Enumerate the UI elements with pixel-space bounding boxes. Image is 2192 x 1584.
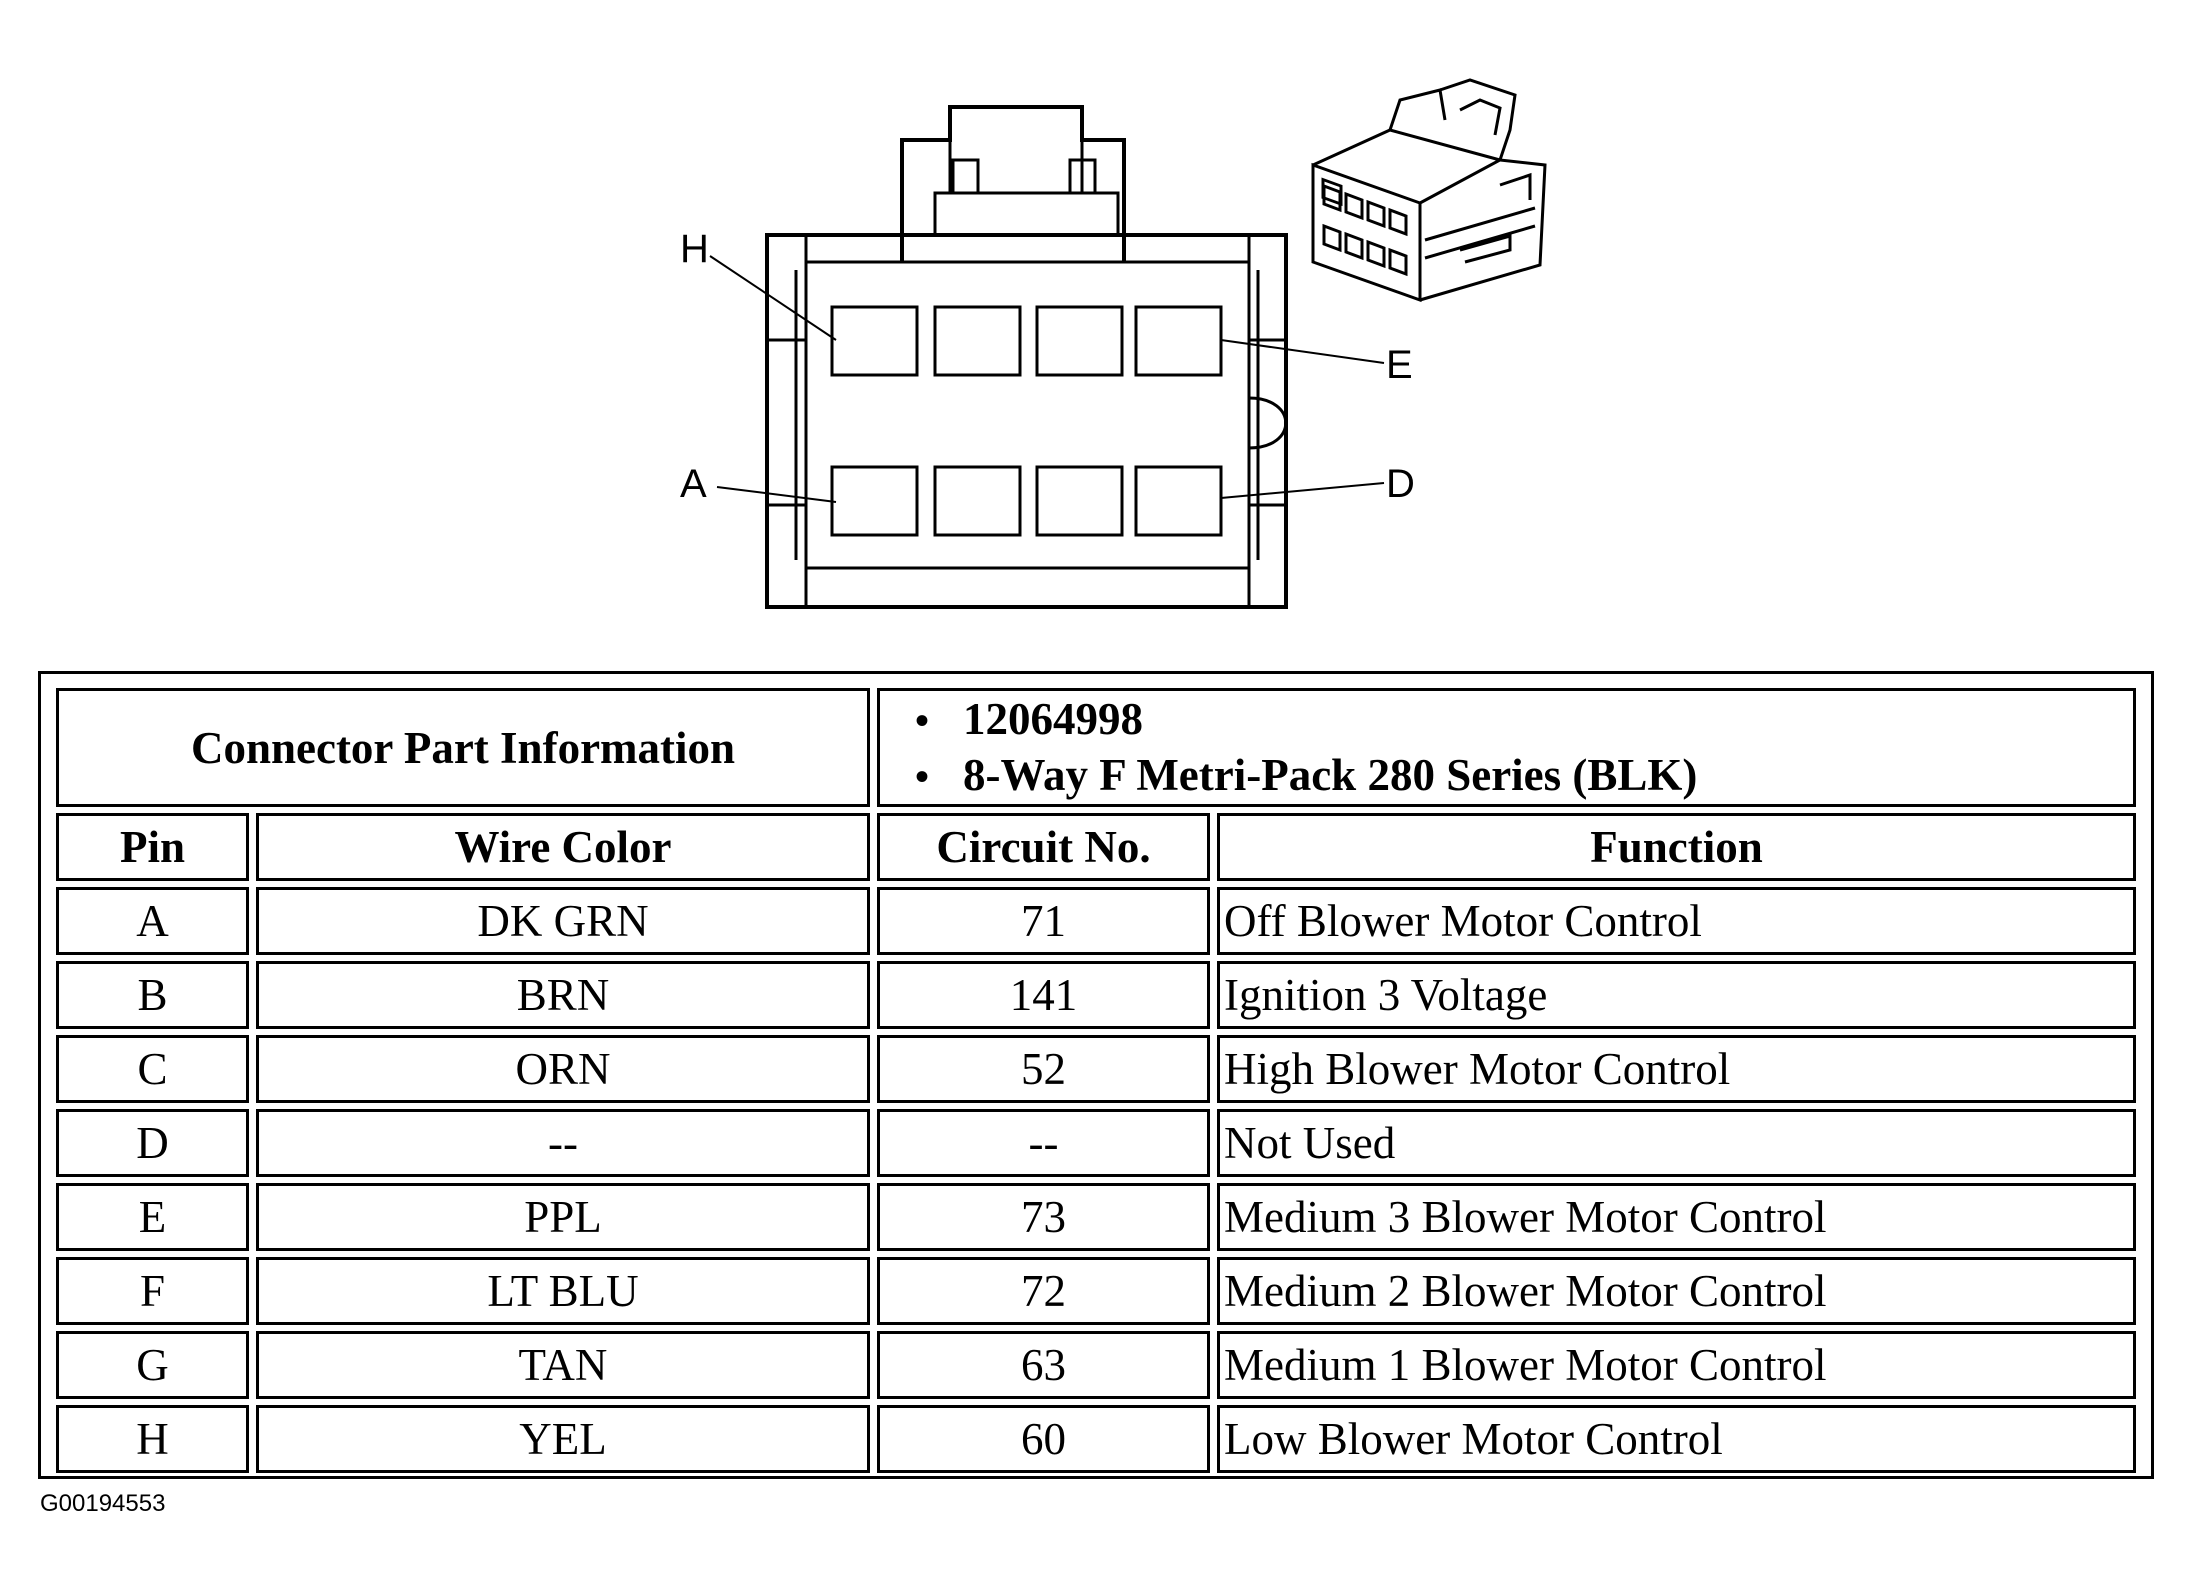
- cell-pin: A: [56, 887, 249, 955]
- cell-wire-color: PPL: [256, 1183, 870, 1251]
- cell-circuit-no: 71: [877, 887, 1210, 955]
- figure-id: G00194553: [40, 1490, 166, 1517]
- table-row: C ORN 52 High Blower Motor Control: [56, 1035, 2136, 1103]
- connector-part-numbers: 12064998 8-Way F Metri-Pack 280 Series (…: [877, 688, 2136, 807]
- cell-pin: F: [56, 1257, 249, 1325]
- pin-label-d: D: [1386, 462, 1415, 506]
- connector-diagram: H E A D: [680, 78, 1547, 609]
- cell-function: Medium 1 Blower Motor Control: [1217, 1331, 2136, 1399]
- cell-function: Medium 2 Blower Motor Control: [1217, 1257, 2136, 1325]
- cell-function: Medium 3 Blower Motor Control: [1217, 1183, 2136, 1251]
- cell-pin: G: [56, 1331, 249, 1399]
- table-row: E PPL 73 Medium 3 Blower Motor Control: [56, 1183, 2136, 1251]
- pin-label-e: E: [1386, 343, 1413, 387]
- header-circuit-no: Circuit No.: [877, 813, 1210, 881]
- cell-pin: E: [56, 1183, 249, 1251]
- connector-info-label: Connector Part Information: [56, 688, 870, 807]
- cell-function: Off Blower Motor Control: [1217, 887, 2136, 955]
- header-wire-color: Wire Color: [256, 813, 870, 881]
- connector-info-row: Connector Part Information 12064998 8-Wa…: [56, 688, 2136, 807]
- connector-pin-labels: H E A D: [680, 227, 1415, 506]
- table-row: B BRN 141 Ignition 3 Voltage: [56, 961, 2136, 1029]
- table-row: F LT BLU 72 Medium 2 Blower Motor Contro…: [56, 1257, 2136, 1325]
- table-row: A DK GRN 71 Off Blower Motor Control: [56, 887, 2136, 955]
- cell-function: High Blower Motor Control: [1217, 1035, 2136, 1103]
- cell-function: Ignition 3 Voltage: [1217, 961, 2136, 1029]
- cell-circuit-no: 73: [877, 1183, 1210, 1251]
- cell-function: Not Used: [1217, 1109, 2136, 1177]
- cell-circuit-no: --: [877, 1109, 1210, 1177]
- cell-pin: C: [56, 1035, 249, 1103]
- cell-wire-color: TAN: [256, 1331, 870, 1399]
- connector-isometric-view: [1311, 78, 1547, 303]
- cell-circuit-no: 141: [877, 961, 1210, 1029]
- cell-wire-color: LT BLU: [256, 1257, 870, 1325]
- cell-pin: B: [56, 961, 249, 1029]
- cell-pin: D: [56, 1109, 249, 1177]
- cell-wire-color: BRN: [256, 961, 870, 1029]
- cell-wire-color: --: [256, 1109, 870, 1177]
- table-row: H YEL 60 Low Blower Motor Control: [56, 1405, 2136, 1473]
- cell-wire-color: ORN: [256, 1035, 870, 1103]
- connector-face: [709, 105, 1385, 609]
- cell-circuit-no: 63: [877, 1331, 1210, 1399]
- header-pin: Pin: [56, 813, 249, 881]
- cell-circuit-no: 72: [877, 1257, 1210, 1325]
- table-row: D -- -- Not Used: [56, 1109, 2136, 1177]
- cell-wire-color: YEL: [256, 1405, 870, 1473]
- part-series-item: 8-Way F Metri-Pack 280 Series (BLK): [963, 748, 2133, 804]
- cell-function: Low Blower Motor Control: [1217, 1405, 2136, 1473]
- table-row: G TAN 63 Medium 1 Blower Motor Control: [56, 1331, 2136, 1399]
- pin-label-a: A: [680, 462, 707, 506]
- part-number-item: 12064998: [963, 692, 2133, 748]
- cell-circuit-no: 60: [877, 1405, 1210, 1473]
- pinout-table-frame: Connector Part Information 12064998 8-Wa…: [38, 671, 2154, 1479]
- table-header-row: Pin Wire Color Circuit No. Function: [56, 813, 2136, 881]
- pin-label-h: H: [680, 227, 709, 271]
- cell-wire-color: DK GRN: [256, 887, 870, 955]
- pinout-table: Connector Part Information 12064998 8-Wa…: [49, 682, 2143, 1479]
- header-function: Function: [1217, 813, 2136, 881]
- cell-circuit-no: 52: [877, 1035, 1210, 1103]
- cell-pin: H: [56, 1405, 249, 1473]
